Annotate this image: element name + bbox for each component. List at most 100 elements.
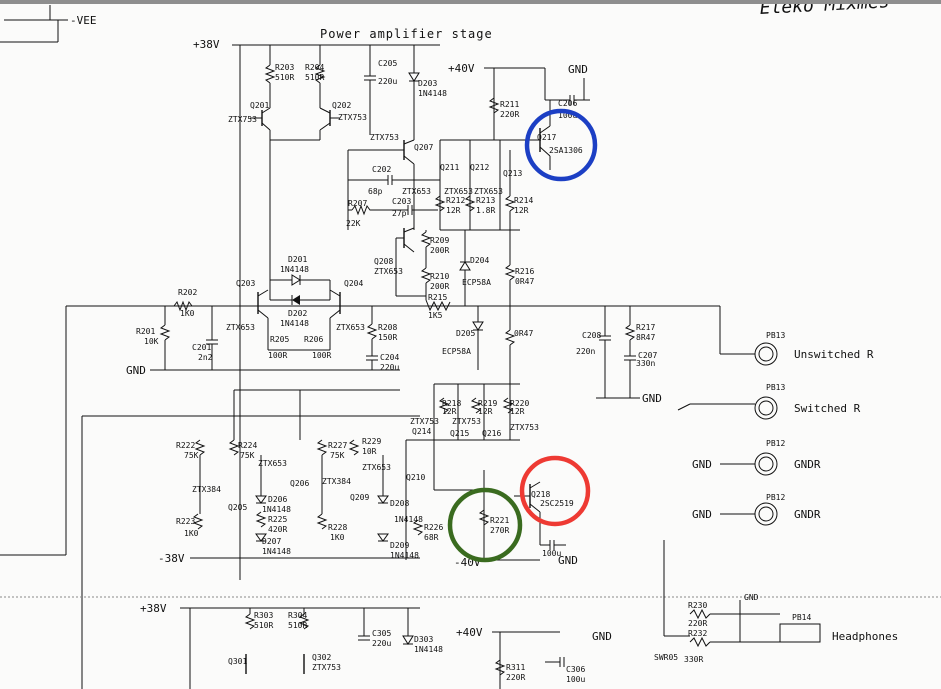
svg-text:Q204: Q204 — [344, 279, 363, 288]
c203: C203 27p — [374, 197, 438, 218]
svg-text:R202: R202 — [178, 288, 197, 297]
svg-text:10R: 10R — [362, 447, 377, 456]
svg-text:R225: R225 — [268, 515, 287, 524]
rail-plus38-label: +38V — [193, 38, 220, 51]
d204: D204 ECP58A — [459, 230, 491, 306]
svg-text:1N4148: 1N4148 — [390, 551, 419, 560]
svg-text:1N4148: 1N4148 — [262, 547, 291, 556]
svg-text:Q208: Q208 — [374, 257, 393, 266]
svg-text:R222: R222 — [176, 441, 195, 450]
svg-text:R209: R209 — [430, 236, 449, 245]
svg-text:R229: R229 — [362, 437, 381, 446]
r209: R209 200R — [420, 231, 449, 255]
d203: D203 1N4148 — [408, 45, 447, 140]
svg-text:R227: R227 — [328, 441, 347, 450]
r224: R224 75K — [228, 439, 257, 460]
r206: R206 100R — [304, 335, 331, 360]
q203: Q203 ZTX653 — [226, 279, 269, 332]
svg-text:150R: 150R — [378, 333, 397, 342]
gnd-bottom-label: GND — [592, 630, 612, 643]
svg-text:R217: R217 — [636, 323, 655, 332]
svg-text:10K: 10K — [144, 337, 159, 346]
svg-text:510R: 510R — [288, 621, 307, 630]
svg-text:75K: 75K — [330, 451, 345, 460]
svg-text:R204: R204 — [305, 63, 324, 72]
r228: R228 1K0 — [316, 513, 347, 542]
svg-text:ZTX753: ZTX753 — [410, 417, 439, 426]
q217: Q217 2SA1306 — [520, 100, 583, 170]
svg-text:8R47: 8R47 — [636, 333, 655, 342]
svg-text:100R: 100R — [268, 351, 287, 360]
svg-text:220n: 220n — [576, 347, 595, 356]
c202: C202 68p — [348, 165, 440, 196]
page-title: Power amplifier stage — [320, 27, 493, 41]
svg-text:12R: 12R — [478, 407, 493, 416]
svg-text:510R: 510R — [305, 73, 324, 82]
r212: R212 12R — [434, 195, 465, 215]
r216: R216 0R47 — [504, 240, 534, 306]
c206: C206 100u — [545, 78, 590, 120]
svg-text:Unswitched R: Unswitched R — [794, 348, 874, 361]
highlight-circle-red — [519, 455, 591, 527]
svg-text:R212: R212 — [446, 196, 465, 205]
svg-text:PB14: PB14 — [792, 613, 811, 622]
svg-text:D203: D203 — [418, 79, 437, 88]
svg-text:2SC2519: 2SC2519 — [540, 499, 574, 508]
svg-text:D202: D202 — [288, 309, 307, 318]
svg-text:R221: R221 — [490, 516, 509, 525]
c205: C205 220u — [364, 45, 397, 135]
c207: C207 330n — [624, 351, 657, 398]
svg-text:R228: R228 — [328, 523, 347, 532]
svg-text:1N4148: 1N4148 — [262, 505, 291, 514]
svg-text:C208: C208 — [582, 331, 601, 340]
svg-text:ZTX384: ZTX384 — [192, 485, 221, 494]
svg-text:ZTX753: ZTX753 — [338, 113, 367, 122]
svg-text:D208: D208 — [390, 499, 409, 508]
svg-text:1N4148: 1N4148 — [414, 645, 443, 654]
svg-text:220u: 220u — [378, 77, 397, 86]
r207: R207 22K — [346, 199, 374, 228]
r222: R222 75K — [176, 439, 206, 460]
svg-text:Q203: Q203 — [236, 279, 255, 288]
svg-text:ECP58A: ECP58A — [442, 347, 471, 356]
svg-text:1N4148: 1N4148 — [394, 515, 423, 524]
r219: R219 12R — [470, 397, 497, 416]
svg-text:Q213: Q213 — [503, 169, 522, 178]
gnd-lower-label: GND — [558, 554, 578, 567]
svg-text:R206: R206 — [304, 335, 323, 344]
schematic-sheet: -VEE Eleko Mixmes Power amplifier stage … — [0, 4, 941, 689]
svg-text:R203: R203 — [275, 63, 294, 72]
r304: R304 510R — [288, 608, 310, 630]
d207: D207 1N4148 — [255, 533, 291, 556]
rail-plus40-lower-label: +40V — [456, 626, 483, 639]
svg-text:PB13: PB13 — [766, 331, 785, 340]
svg-text:220R: 220R — [688, 619, 707, 628]
q208: Q208 ZTX653 — [374, 227, 415, 276]
svg-text:GNDR: GNDR — [794, 458, 821, 471]
svg-text:ZTX653: ZTX653 — [362, 463, 391, 472]
svg-text:C205: C205 — [378, 59, 397, 68]
svg-text:0R47: 0R47 — [514, 329, 533, 338]
svg-text:C305: C305 — [372, 629, 391, 638]
svg-text:C201: C201 — [192, 343, 211, 352]
r0r47: 0R47 — [504, 306, 533, 384]
svg-text:Q216: Q216 — [482, 429, 501, 438]
svg-text:Q214: Q214 — [412, 427, 431, 436]
r226: R226 68R — [412, 519, 443, 542]
svg-text:R304: R304 — [288, 611, 307, 620]
c306: C306 100u — [545, 657, 585, 684]
svg-text:R210: R210 — [430, 272, 449, 281]
svg-text:510R: 510R — [275, 73, 294, 82]
svg-text:75K: 75K — [184, 451, 199, 460]
svg-text:R216: R216 — [515, 267, 534, 276]
svg-text:R230: R230 — [688, 601, 707, 610]
svg-text:ZTX753: ZTX753 — [452, 417, 481, 426]
highlight-circle-green — [447, 487, 523, 563]
svg-text:220u: 220u — [372, 639, 391, 648]
c208: C208 220n — [576, 331, 611, 398]
svg-text:Switched R: Switched R — [794, 402, 861, 415]
svg-text:1K5: 1K5 — [428, 311, 443, 320]
svg-text:2n2: 2n2 — [198, 353, 213, 362]
svg-text:Q218: Q218 — [531, 490, 550, 499]
svg-text:D303: D303 — [414, 635, 433, 644]
